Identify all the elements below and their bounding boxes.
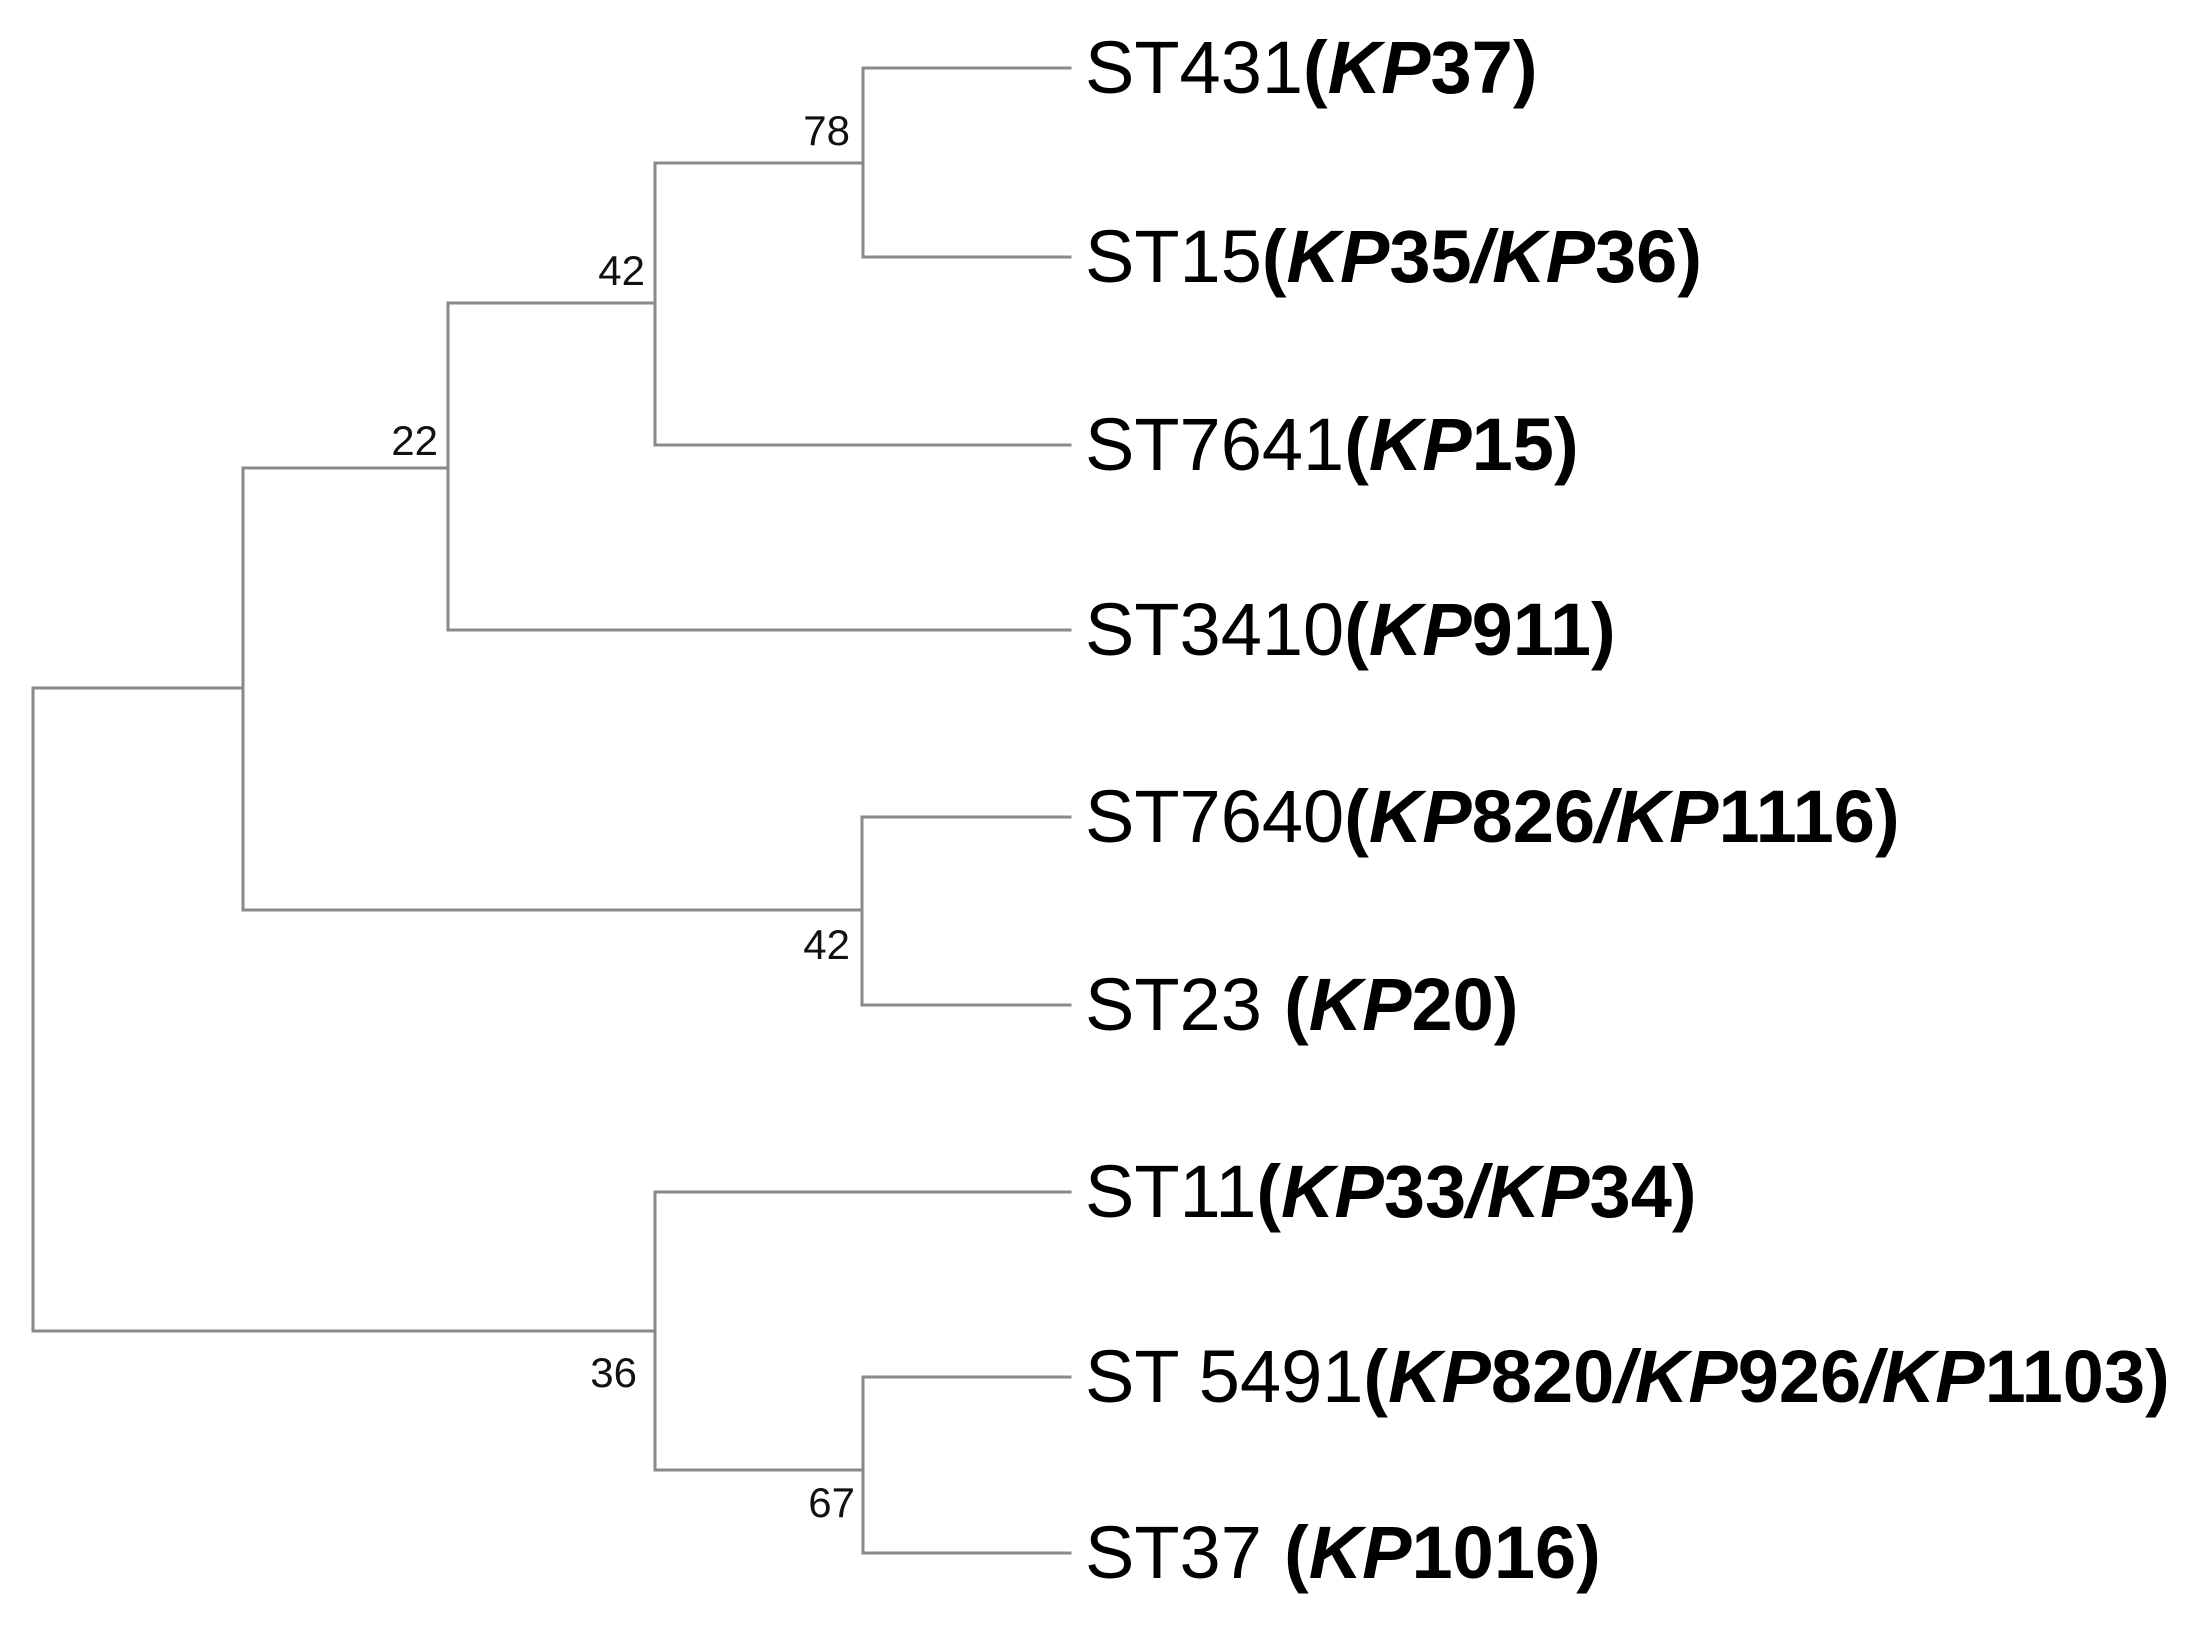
isolate-segment: 926 <box>1737 1335 1862 1418</box>
isolate-kp-segment: KP <box>1388 1335 1491 1418</box>
isolate-kp-segment: KP <box>1281 1150 1384 1233</box>
taxon-label-st7641: ST7641(KP15) <box>1085 408 1579 482</box>
isolate-segment: 1116 <box>1718 775 1875 858</box>
isolate-kp-segment: / <box>1471 215 1493 298</box>
isolate-kp-segment: KP <box>1308 1511 1412 1594</box>
taxon-st-code: ST7641 <box>1085 403 1345 486</box>
taxon-st-code: ST11 <box>1085 1150 1257 1233</box>
isolate-kp-segment: / <box>1614 1335 1635 1418</box>
isolate-segment: 33 <box>1383 1150 1467 1233</box>
isolate-segment: ( <box>1344 403 1369 486</box>
isolate-segment: 911 <box>1471 588 1592 671</box>
isolate-segment: ( <box>1303 26 1328 109</box>
bootstrap-value-22: 22 <box>391 417 438 464</box>
taxon-label-st3410: ST3410(KP911) <box>1085 593 1616 667</box>
isolate-segment: ) <box>1512 26 1538 109</box>
taxon-st-code: ST15 <box>1085 215 1262 298</box>
taxon-label-st431: ST431(KP37) <box>1085 31 1537 105</box>
taxon-label-st15: ST15(KP35/KP36) <box>1085 220 1702 294</box>
bootstrap-value-42-upper: 42 <box>598 247 645 294</box>
taxon-isolate-codes: (KP35/KP36) <box>1262 215 1702 298</box>
isolate-segment: 37 <box>1430 26 1513 109</box>
isolate-kp-segment: KP <box>1308 963 1412 1046</box>
bootstrap-value-67: 67 <box>808 1479 855 1526</box>
isolate-kp-segment: KP <box>1327 26 1431 109</box>
isolate-segment: 36 <box>1595 215 1678 298</box>
taxon-isolate-codes: (KP33/KP34) <box>1256 1150 1696 1233</box>
taxon-label-st5491: ST 5491(KP820/KP926/KP1103) <box>1085 1340 2170 1414</box>
isolate-segment: ( <box>1363 1335 1389 1418</box>
isolate-segment: 15 <box>1471 403 1554 486</box>
isolate-kp-segment: KP <box>1286 215 1390 298</box>
taxon-st-code: ST 5491 <box>1085 1335 1364 1418</box>
taxon-isolate-codes: (KP826/KP1116) <box>1344 775 1899 858</box>
isolate-kp-segment: KP <box>1615 775 1719 858</box>
isolate-segment: 820 <box>1490 1335 1615 1418</box>
isolate-kp-segment: KP <box>1486 1150 1590 1233</box>
isolate-segment: ) <box>1493 963 1519 1046</box>
bootstrap-value-36: 36 <box>590 1349 637 1396</box>
isolate-kp-segment: KP <box>1368 775 1472 858</box>
isolate-kp-segment: / <box>1466 1150 1487 1233</box>
taxon-isolate-codes: (KP15) <box>1344 403 1578 486</box>
isolate-segment: ) <box>1671 1150 1697 1233</box>
taxon-label-st37: ST37(KP1016) <box>1085 1516 1601 1590</box>
isolate-segment: 34 <box>1589 1150 1672 1233</box>
bootstrap-value-42-lower: 42 <box>803 921 850 968</box>
taxon-st-code: ST431 <box>1085 26 1304 109</box>
isolate-segment: ( <box>1284 1511 1309 1594</box>
isolate-segment: 1103 <box>1984 1335 2146 1418</box>
isolate-segment: 826 <box>1471 775 1596 858</box>
isolate-segment: ) <box>1677 215 1702 298</box>
isolate-segment: 20 <box>1411 963 1494 1046</box>
isolate-segment: ) <box>1576 1511 1601 1594</box>
taxon-st-code: ST23 <box>1085 963 1262 1046</box>
taxon-label-st7640: ST7640(KP826/KP1116) <box>1085 780 1900 854</box>
taxon-isolate-codes: (KP911) <box>1344 588 1616 671</box>
taxon-isolate-codes: (KP37) <box>1303 26 1537 109</box>
isolate-kp-segment: KP <box>1368 588 1472 671</box>
isolate-segment: ) <box>2145 1335 2170 1418</box>
taxon-st-code: ST7640 <box>1085 775 1345 858</box>
isolate-segment: ) <box>1553 403 1579 486</box>
taxon-isolate-codes: (KP820/KP926/KP1103) <box>1363 1335 2169 1418</box>
isolate-segment: ( <box>1344 775 1369 858</box>
isolate-segment: 35 <box>1389 215 1472 298</box>
isolate-kp-segment: KP <box>1368 403 1472 486</box>
taxon-label-st11: ST11(KP33/KP34) <box>1085 1155 1697 1229</box>
isolate-segment: ) <box>1591 588 1616 671</box>
isolate-segment: ( <box>1344 588 1369 671</box>
bootstrap-value-78: 78 <box>803 107 850 154</box>
isolate-kp-segment: / <box>1861 1335 1882 1418</box>
isolate-segment: ( <box>1256 1150 1282 1233</box>
isolate-kp-segment: / <box>1595 775 1616 858</box>
taxon-label-st23: ST23(KP20) <box>1085 968 1519 1042</box>
taxon-st-code: ST37 <box>1085 1511 1262 1594</box>
taxon-isolate-codes: (KP1016) <box>1284 1511 1601 1594</box>
isolate-segment: ) <box>1874 775 1900 858</box>
taxon-isolate-codes: (KP20) <box>1284 963 1518 1046</box>
isolate-segment: 1016 <box>1411 1511 1577 1594</box>
isolate-kp-segment: KP <box>1881 1335 1985 1418</box>
taxon-st-code: ST3410 <box>1085 588 1345 671</box>
isolate-kp-segment: KP <box>1634 1335 1738 1418</box>
isolate-segment: ( <box>1261 215 1287 298</box>
isolate-kp-segment: KP <box>1492 215 1596 298</box>
isolate-segment: ( <box>1284 963 1309 1046</box>
